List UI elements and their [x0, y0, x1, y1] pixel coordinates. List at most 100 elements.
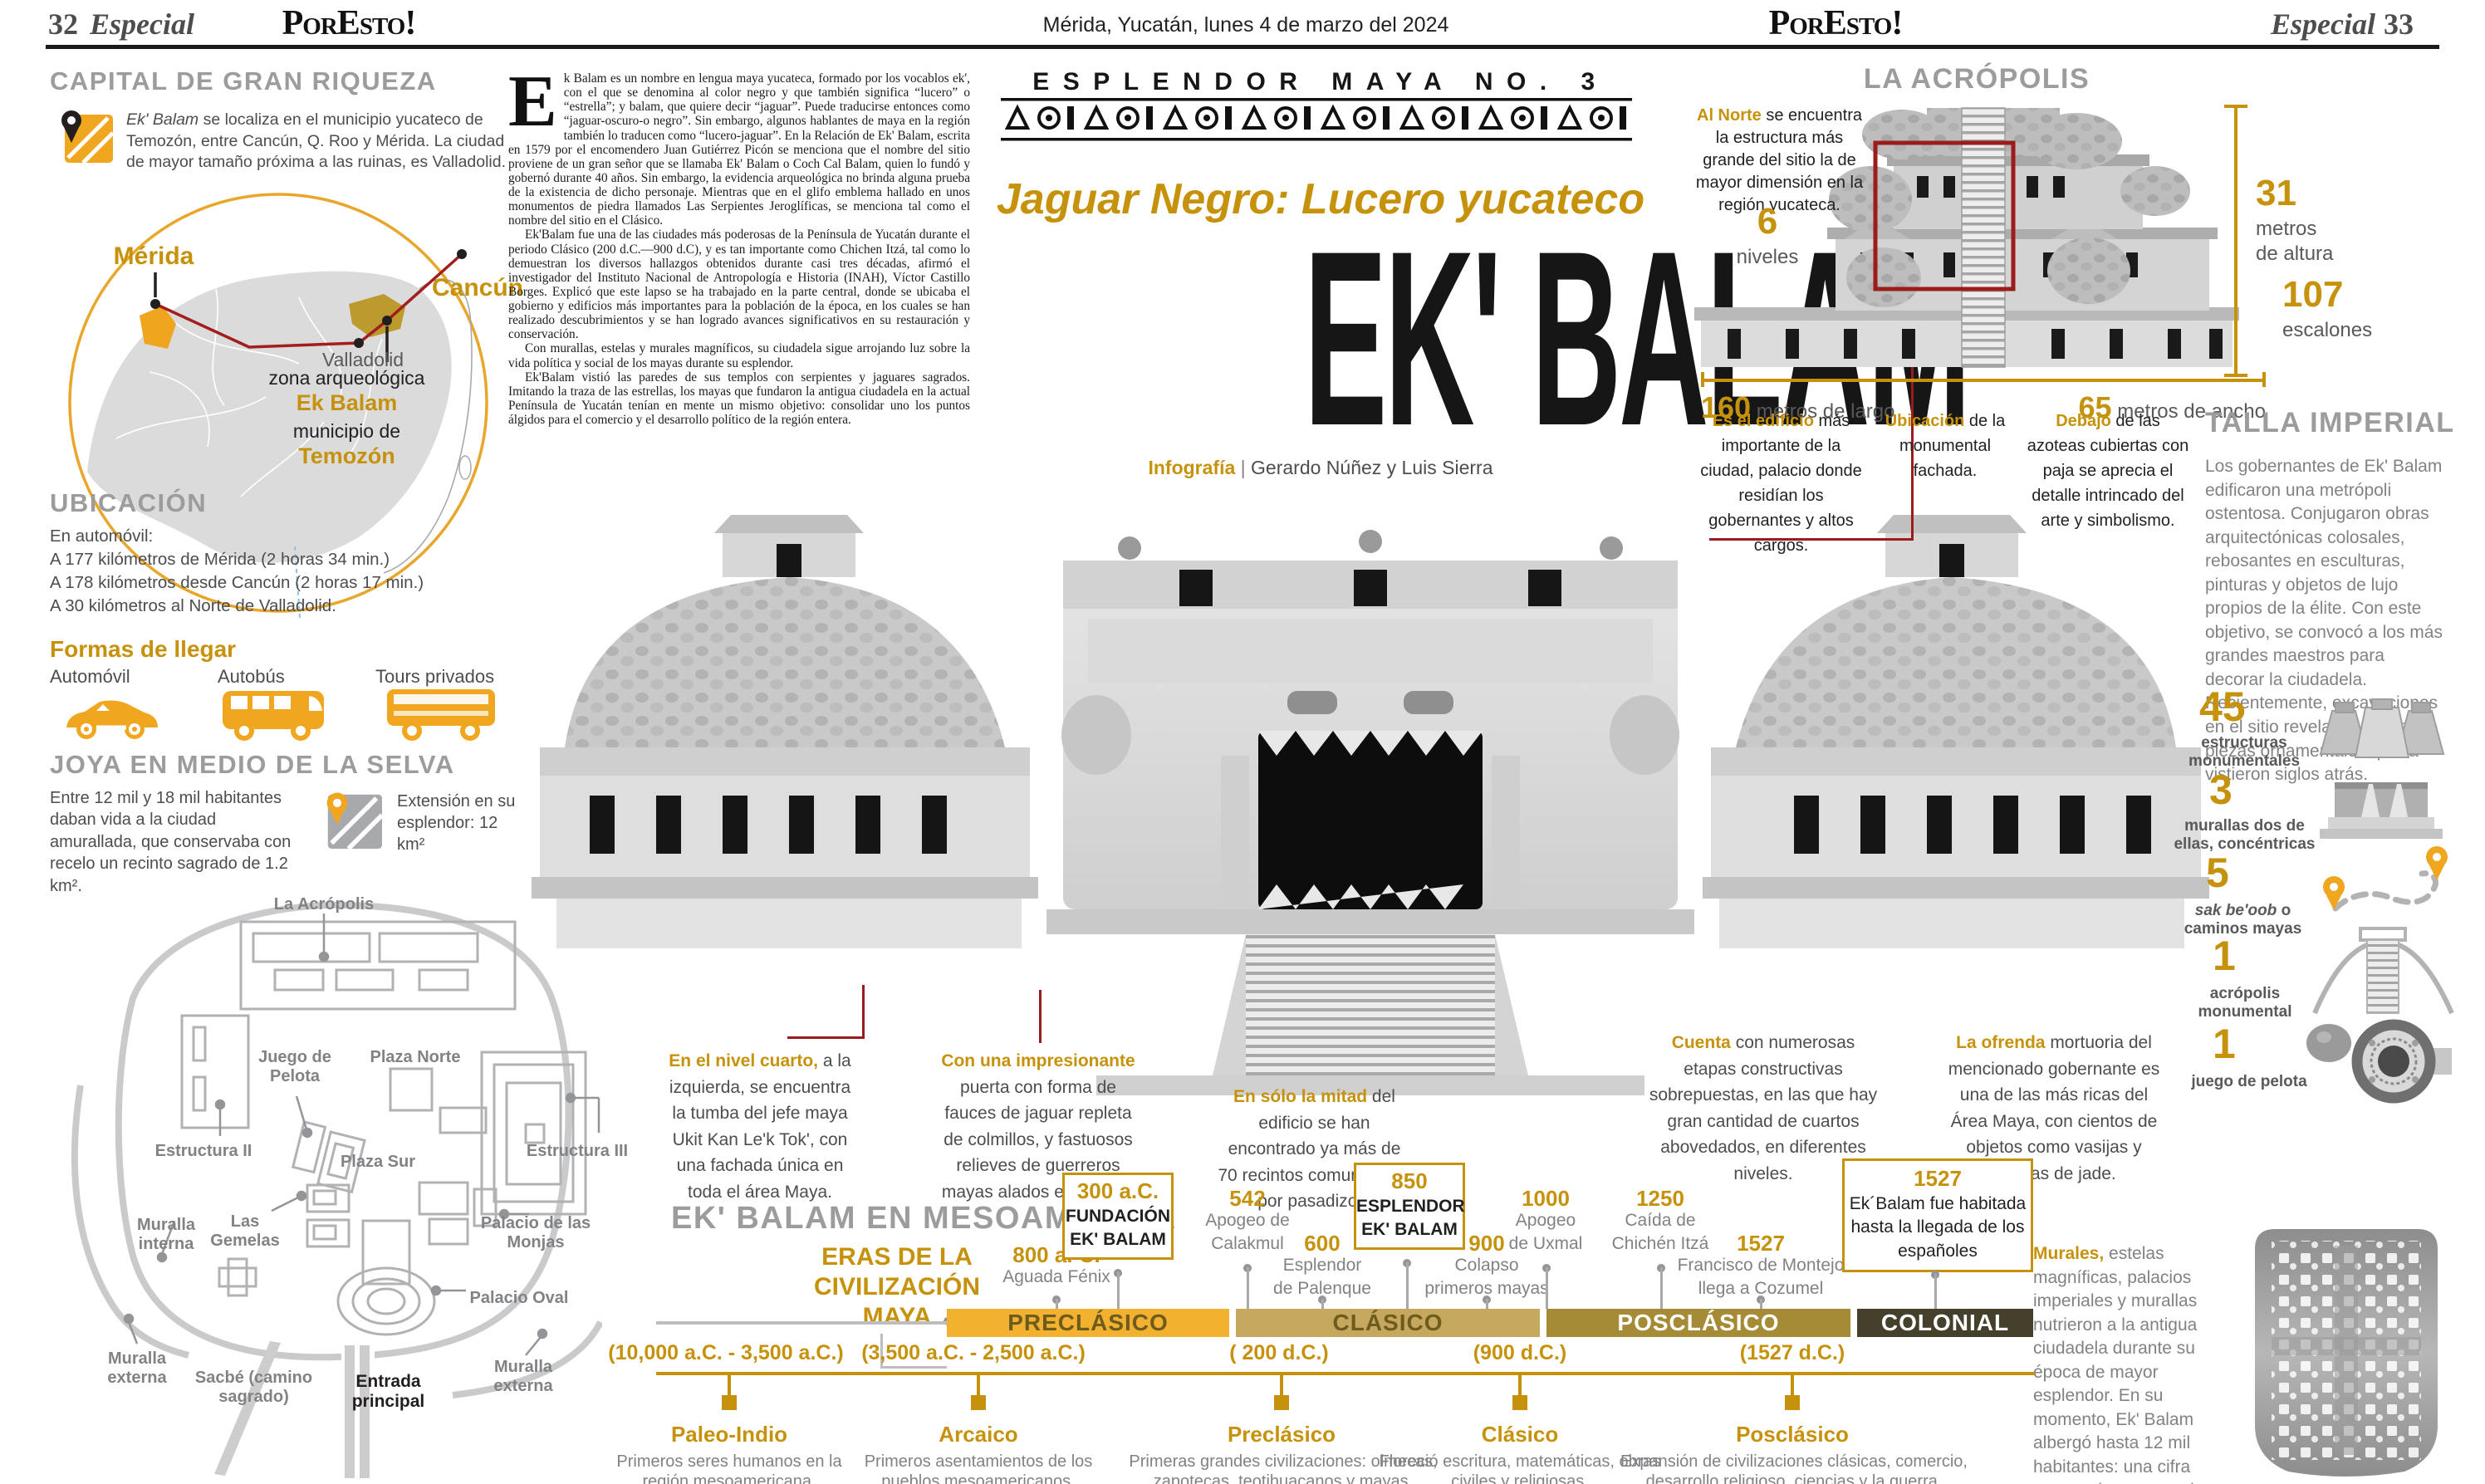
height-measure-cap-bottom	[2224, 374, 2247, 377]
acropolis-callout-3: Debajo de las azoteas cubiertas con paja…	[2027, 412, 2189, 530]
page-number-left: 32	[48, 7, 78, 41]
sitemap-label-estructura2: Estructura II	[154, 1142, 252, 1160]
tick-posclasico-head	[1785, 1395, 1800, 1410]
sitemap-label-muralla-ext-der: Muralla externa	[493, 1358, 553, 1395]
car-icon	[60, 693, 164, 748]
eras-connector-horizontal	[880, 1366, 947, 1369]
map-pin-square-icon	[60, 110, 115, 167]
valladolid-dot	[354, 338, 364, 348]
ubicacion-title: UBICACIÓN	[50, 488, 208, 517]
article-paragraph-3: Con murallas, estelas y murales magnífic…	[508, 341, 970, 370]
ancho-number: 65	[2078, 390, 2112, 424]
page-number-right: 33	[2384, 7, 2414, 41]
credit-names: Gerardo Núñez y Luis Sierra	[1251, 457, 1493, 478]
event-300ac-box: 300 a.C. FUNDACIÓN EK' BALAM	[1062, 1173, 1174, 1260]
merida-municipality	[140, 306, 176, 349]
period-preclasico: Preclásico	[1227, 1422, 1336, 1447]
maya-ornament-band	[1001, 98, 1632, 145]
red-connector-center	[1039, 990, 1042, 1043]
altura-number: 31	[2256, 173, 2296, 213]
temple-callout-4-lead: Cuenta	[1671, 1033, 1731, 1052]
header-rule	[46, 45, 2439, 49]
cancun-dot	[457, 249, 467, 259]
section-label-right: Especial	[2271, 7, 2375, 41]
murales-text: Murales, estelas magníficas, palacios im…	[2033, 1244, 2198, 1484]
event-1000-stem	[1546, 1267, 1548, 1309]
temozon-municipality	[349, 294, 405, 337]
sitemap-label-muralla-interna: Muralla interna	[136, 1216, 196, 1253]
acropolis-callout-2: Ubicación de la monumental fachada.	[1885, 412, 2006, 480]
tick-clasico	[1518, 1375, 1522, 1395]
pyramids-icon	[2316, 684, 2448, 765]
extension-pin-square-icon	[322, 789, 384, 853]
mural-tile-illustration	[2255, 1229, 2438, 1482]
yucatan-map-illustration	[50, 189, 507, 625]
sitemap-label-oval: Palacio Oval	[469, 1289, 569, 1307]
width-measure-cap-right	[2262, 372, 2266, 387]
period-arcaico: Arcaico	[939, 1422, 1018, 1447]
tick-arcaico-head	[971, 1395, 986, 1410]
event-850-stem	[1406, 1262, 1409, 1309]
temple-right-wing	[1703, 515, 2209, 948]
red-connector-acropolis-vertical	[1911, 289, 1914, 540]
period-paleoindio-desc: Primeros seres humanos en la región meso…	[616, 1452, 842, 1484]
map-label-zona: zona arqueológica	[268, 367, 425, 389]
merida-dot	[150, 299, 160, 309]
escalones-label: escalones	[2282, 319, 2373, 341]
stat-5-number: 5	[2206, 850, 2229, 896]
map-label-temozon: Temozón	[298, 443, 395, 468]
stat-45-number: 45	[2199, 683, 2246, 730]
stat-1a-label: acrópolis monumental	[2198, 985, 2292, 1021]
masthead-left: PorEsto!	[282, 4, 417, 42]
timeline-eras-label: ERAS DE LA CIVILIZACIÓN MAYA	[814, 1243, 980, 1330]
talla-title: TALLA IMPERIAL	[2205, 407, 2455, 438]
red-connector-left-vertical	[862, 985, 865, 1038]
height-measure-cap-top	[2224, 105, 2247, 108]
event-800ac-stem	[1056, 1299, 1058, 1309]
ubicacion-line2: A 177 kilómetros de Mérida (2 horas 34 m…	[50, 550, 390, 569]
article-paragraph-4: Ek'Balam vistió las paredes de sus templ…	[508, 370, 970, 427]
period-posclasico: Posclásico	[1736, 1422, 1849, 1447]
event-542-stem	[1247, 1267, 1249, 1309]
tick-arcaico	[977, 1375, 980, 1395]
sitemap-label-plaza-norte: Plaza Norte	[370, 1048, 461, 1066]
period-clasico: Clásico	[1481, 1422, 1559, 1447]
event-1250-stem	[1660, 1267, 1663, 1309]
capital-intro: Ek' Balam se localiza en el municipio yu…	[126, 110, 507, 174]
event-850-box: 850 ESPLENDOR EK' BALAM	[1354, 1163, 1465, 1250]
acropolis-highlight-rect	[1873, 140, 2016, 291]
sitemap-label-monjas: Palacio de las Monjas	[480, 1214, 591, 1251]
event-1527-box: 1527 Ek´Balam fue habitada hasta la lleg…	[1842, 1158, 2033, 1273]
acropolis-niveles-label: niveles	[1736, 246, 1799, 268]
tick-preclasico-head	[1274, 1395, 1289, 1410]
acropolis-callout-1: Es el edificio más importante de la ciud…	[1700, 412, 1862, 555]
event-1527-montejo-stem	[1760, 1299, 1762, 1309]
tick-posclasico	[1791, 1375, 1794, 1395]
event-542: 542 Apogeo de Calakmul	[1205, 1186, 1290, 1254]
timeline-date-line	[656, 1372, 2035, 1375]
temple-callout-3-lead: En sólo la mitad	[1233, 1087, 1368, 1106]
range-preclasico: ( 200 d.C.)	[1229, 1341, 1329, 1364]
van-icon	[380, 684, 505, 750]
map-label-valladolid: Valladolid	[321, 349, 404, 370]
stat-5-label-italic: sak be'oob	[2194, 902, 2277, 919]
sitemap-label-estructura3: Estructura III	[526, 1142, 629, 1160]
acropolis-callout-1-lead: Es el edificio	[1712, 412, 1814, 430]
section-label-left: Especial	[90, 7, 194, 41]
largo-number: 160	[1701, 390, 1752, 424]
altura-label-1: metros	[2256, 218, 2317, 240]
formas-item-automovil: Automóvil	[50, 666, 130, 687]
event-900-stem	[1486, 1299, 1488, 1309]
height-measure-line	[2234, 106, 2237, 377]
stat-3-number: 3	[2209, 766, 2233, 813]
temple-callout-5: La ofrenda mortuoria del mencionado gobe…	[1948, 1033, 2160, 1183]
article-paragraph-2: Ek'Balam fue una de las ciudades más pod…	[508, 228, 970, 342]
masthead-right: PorEsto!	[1768, 4, 1904, 42]
wall-icon	[2313, 771, 2450, 850]
map-label-municipio: municipio de	[292, 420, 401, 442]
period-posclasico-desc: Expansión de civilizaciones clásicas, co…	[1620, 1452, 1968, 1484]
largo-measure: 160 metros de largo	[1701, 390, 1895, 425]
band-clasico: CLÁSICO	[1236, 1309, 1540, 1337]
range-paleoindio: (10,000 a.C. - 3,500 a.C.)	[608, 1341, 844, 1364]
band-posclasico: POSCLÁSICO	[1546, 1309, 1850, 1337]
